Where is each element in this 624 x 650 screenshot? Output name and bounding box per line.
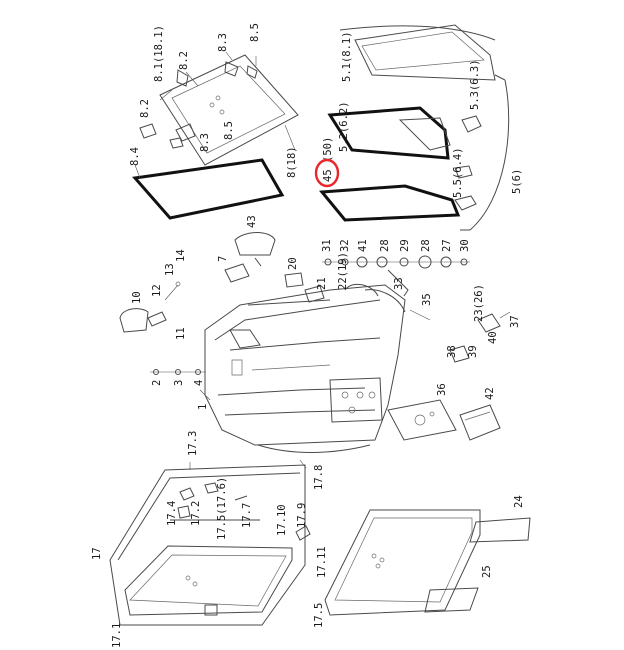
label-50: (50) (322, 137, 334, 162)
label-23-26: 23(26) (473, 284, 485, 322)
label-8-1-18-1: 8.1(18.1) (153, 25, 165, 82)
label-33: 33 (393, 277, 405, 290)
label-8-3-left: 8.3 (199, 133, 211, 152)
label-1: 1 (197, 404, 209, 410)
label-17: 17 (91, 547, 103, 560)
part-21 (304, 283, 379, 303)
label-25: 25 (481, 565, 493, 578)
label-36: 36 (436, 383, 448, 396)
label-17-8: 17.8 (313, 465, 325, 490)
part-7 (224, 263, 250, 283)
label-20: 20 (287, 257, 299, 270)
label-5-5-6-4: 5.5(6.4) (452, 147, 464, 198)
mirror-43 (234, 232, 276, 267)
label-5-2-6-2: 5.2(6.2) (338, 101, 350, 152)
label-40: 40 (487, 331, 499, 344)
label-12: 12 (151, 284, 163, 297)
label-45: 45 (322, 169, 334, 182)
cushion-42 (459, 404, 501, 441)
label-14: 14 (175, 249, 187, 262)
label-17-9: 17.9 (296, 503, 308, 528)
label-17-1: 17.1 (111, 623, 123, 648)
label-17-10: 17.10 (276, 504, 288, 536)
label-17-11: 17.11 (316, 546, 328, 578)
label-5-6: 5(6) (511, 169, 523, 194)
label-30: 30 (459, 239, 471, 252)
lamp-10 (119, 281, 181, 333)
label-37: 37 (509, 315, 521, 328)
glass-25 (424, 587, 479, 613)
label-17-4: 17.4 (166, 501, 178, 526)
label-27: 27 (441, 239, 453, 252)
label-5-3-6-3: 5.3(6.3) (469, 59, 481, 110)
door-17 (109, 459, 311, 626)
side-window-5 (327, 24, 510, 231)
label-3: 3 (173, 380, 185, 386)
label-8-5-mid: 8.5 (223, 121, 235, 140)
label-31: 31 (321, 239, 333, 252)
door-seal-8-4 (132, 158, 285, 220)
label-21: 21 (316, 277, 328, 290)
windshield-17-5 (324, 509, 481, 616)
label-24: 24 (513, 495, 525, 508)
label-4: 4 (193, 380, 205, 386)
label-8-4: 8.4 (129, 147, 141, 166)
label-8-2-left: 8.2 (139, 99, 151, 118)
label-17-5-b: 17.5 (313, 603, 325, 628)
label-42: 42 (484, 387, 496, 400)
highlight-circle (314, 158, 340, 188)
label-35: 35 (421, 293, 433, 306)
label-17-5-17-6: 17.5(17.6) (216, 477, 228, 540)
side-seal-45 (319, 184, 461, 222)
label-28-a: 28 (379, 239, 391, 252)
label-13: 13 (164, 263, 176, 276)
label-8-3-top: 8.3 (217, 33, 229, 52)
label-11: 11 (175, 327, 187, 340)
label-17-2: 17.2 (190, 501, 202, 526)
plate-36 (387, 399, 457, 441)
bolt-stack-27-32 (322, 255, 470, 297)
label-43: 43 (246, 215, 258, 228)
label-41: 41 (357, 239, 369, 252)
label-28-b: 28 (420, 239, 432, 252)
label-8-18: 8(18) (286, 146, 298, 178)
label-32: 32 (339, 239, 351, 252)
bolts-2-4 (150, 369, 211, 401)
glass-24 (469, 517, 531, 543)
label-39: 39 (467, 345, 479, 358)
label-8-5-top: 8.5 (249, 23, 261, 42)
label-7: 7 (217, 256, 229, 262)
callout-labels: 8.1(18.1) 8.2 8.3 8.5 8.2 8.3 8.5 8.4 8(… (91, 23, 525, 648)
label-17-3: 17.3 (187, 431, 199, 456)
label-2: 2 (151, 380, 163, 386)
label-8-2-top: 8.2 (178, 51, 190, 70)
door-panel-8 (139, 51, 299, 166)
label-17-7: 17.7 (241, 503, 253, 528)
label-10: 10 (131, 291, 143, 304)
latch-23-26 (409, 309, 511, 333)
label-29: 29 (399, 239, 411, 252)
label-5-1-8-1: 5.1(8.1) (341, 31, 353, 82)
latch-38-39 (449, 345, 470, 363)
part-20 (284, 272, 304, 288)
label-22-19: 22(19) (337, 252, 349, 290)
cab-frame-1 (204, 284, 406, 453)
label-38: 38 (446, 345, 458, 358)
